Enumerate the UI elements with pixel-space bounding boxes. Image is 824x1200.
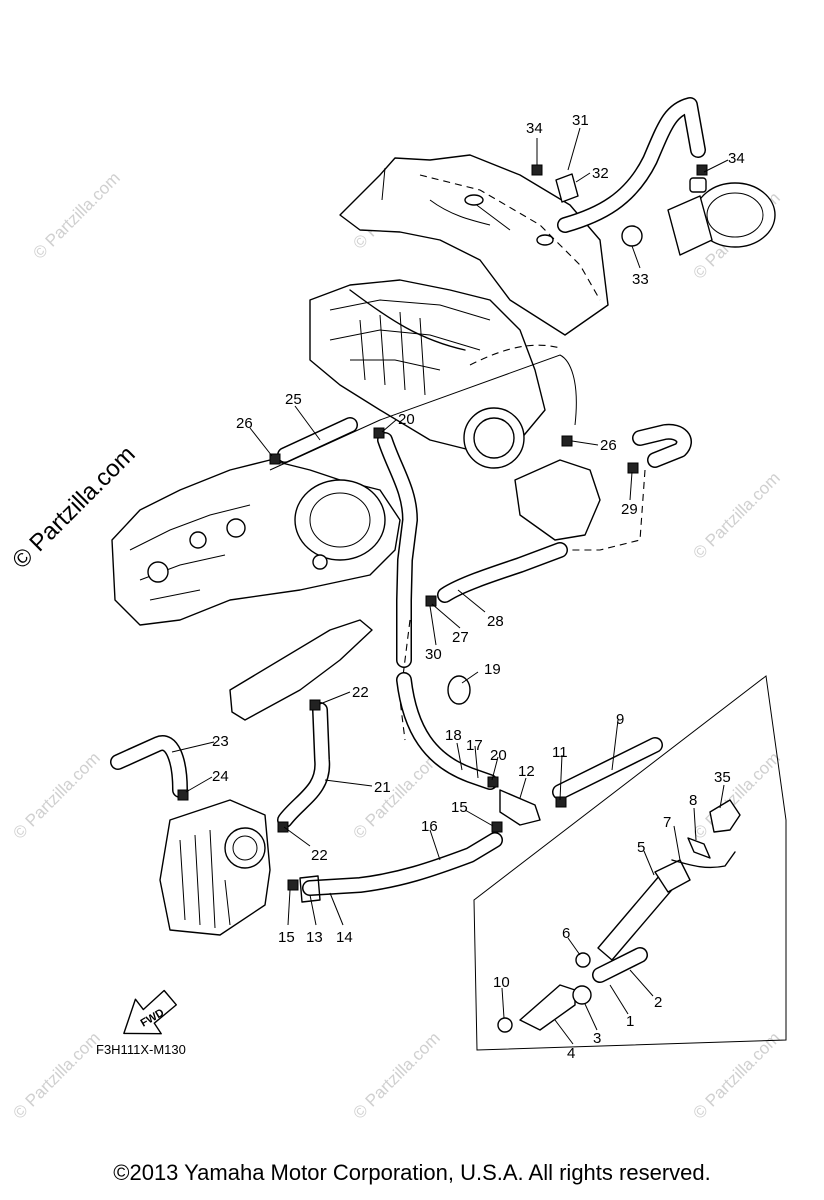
callout-19: 19 — [484, 661, 501, 678]
clamp-6 — [575, 952, 591, 968]
callout-11: 11 — [552, 744, 568, 761]
watermark-text: © Partzilla.com — [349, 1028, 443, 1122]
callout-25: 25 — [285, 391, 302, 408]
watermark-text: © Partzilla.com — [9, 1028, 103, 1122]
copyright-notice: ©2013 Yamaha Motor Corporation, U.S.A. A… — [113, 1160, 711, 1185]
hose-32 — [555, 173, 579, 203]
part-5 — [597, 859, 691, 961]
callout-6: 6 — [562, 925, 570, 942]
hose-14 — [302, 832, 503, 896]
callout-33: 33 — [632, 271, 649, 288]
hose-21 — [277, 702, 331, 828]
part-2 — [592, 947, 648, 983]
hose-29 — [632, 423, 692, 468]
callout-7: 7 — [663, 814, 671, 831]
callout-1: 1 — [626, 1013, 634, 1030]
callout-26: 26 — [236, 415, 253, 432]
callout-26: 26 — [600, 437, 617, 454]
clamp-10 — [497, 1017, 513, 1033]
callout-18: 18 — [445, 727, 462, 744]
pipe-9 — [552, 737, 663, 800]
callout-8: 8 — [689, 792, 697, 809]
watermark-text: © Partzilla.com — [689, 748, 783, 842]
callout-20: 20 — [398, 411, 415, 428]
callout-2: 2 — [654, 994, 662, 1011]
hose-18 — [396, 672, 498, 790]
hose-25 — [277, 417, 358, 463]
engine-block — [309, 279, 561, 469]
clamp-33 — [621, 225, 643, 247]
callout-13: 13 — [306, 929, 323, 946]
callout-20: 20 — [490, 747, 507, 764]
callout-30: 30 — [425, 646, 442, 663]
fwd-arrow: FWD — [123, 989, 177, 1035]
callout-17: 17 — [466, 737, 483, 754]
callout-16: 16 — [421, 818, 438, 835]
hose-31 — [557, 97, 706, 233]
callout-23: 23 — [212, 733, 229, 750]
part-35 — [709, 799, 741, 833]
callout-10: 10 — [493, 974, 510, 991]
hose-28 — [437, 542, 568, 603]
clamp-3 — [572, 985, 592, 1005]
hose-left-drain — [377, 432, 418, 668]
hose-23 — [110, 735, 188, 798]
callout-31: 31 — [572, 112, 589, 129]
callout-14: 14 — [336, 929, 353, 946]
leader-lines — [171, 127, 729, 1045]
callout-29: 29 — [621, 501, 638, 518]
part-8 — [687, 837, 711, 859]
callout-22: 22 — [311, 847, 328, 864]
callout-35: 35 — [714, 769, 731, 786]
manifold — [229, 619, 373, 721]
fuel-pump-assembly — [159, 799, 271, 936]
callout-5: 5 — [637, 839, 645, 856]
watermark-text: © Partzilla.com — [689, 468, 783, 562]
callout-15: 15 — [278, 929, 295, 946]
callout-28: 28 — [487, 613, 504, 630]
throttle-body — [667, 177, 776, 256]
watermark-text: © Partzilla.com — [29, 168, 123, 262]
part-4 — [519, 984, 576, 1031]
part-7 — [671, 851, 736, 869]
diagram-code: F3H111X-M130 — [96, 1042, 186, 1057]
callout-32: 32 — [592, 165, 609, 182]
watermark-text: © Partzilla.com — [9, 748, 103, 842]
callouts: 34 31 32 34 33 25 26 20 26 29 27 28 30 1… — [212, 112, 745, 1062]
callout-9: 9 — [616, 711, 624, 728]
callout-3: 3 — [593, 1030, 601, 1047]
callout-34: 34 — [728, 150, 745, 167]
clamps — [177, 164, 708, 891]
callout-21: 21 — [374, 779, 391, 796]
callout-24: 24 — [212, 768, 229, 785]
callout-34: 34 — [526, 120, 543, 137]
exhaust-assembly — [111, 459, 401, 626]
callout-22: 22 — [352, 684, 369, 701]
engine-cover — [339, 154, 609, 336]
callout-27: 27 — [452, 629, 469, 646]
callout-12: 12 — [518, 763, 535, 780]
bracket — [514, 459, 601, 541]
subassembly-frame — [473, 675, 787, 1051]
callout-4: 4 — [567, 1045, 575, 1062]
joint-12 — [499, 789, 541, 826]
callout-15: 15 — [451, 799, 468, 816]
